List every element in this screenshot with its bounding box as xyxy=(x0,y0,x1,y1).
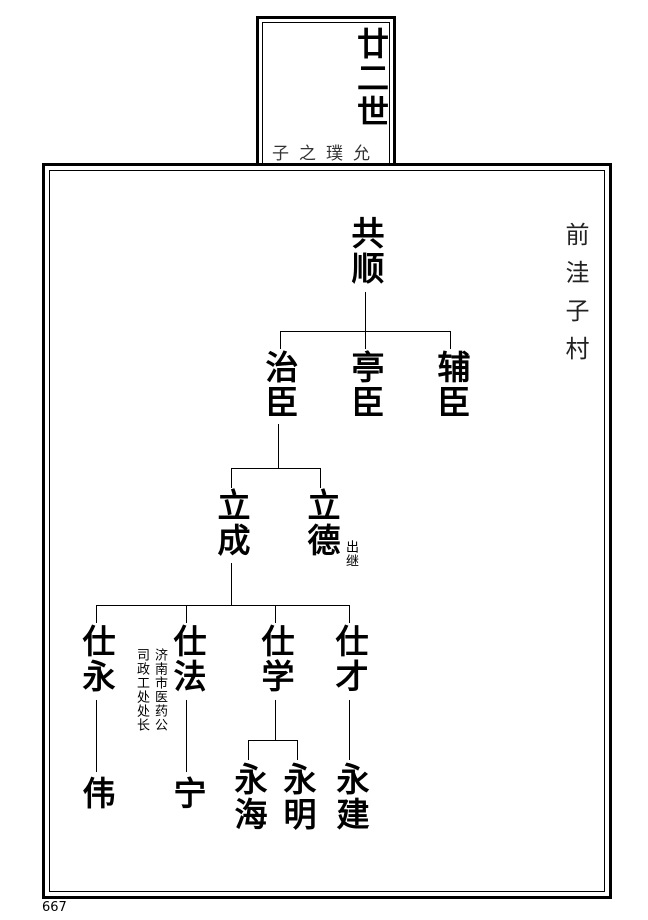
generation-title: 廿二世 xyxy=(352,27,390,129)
person-licheng: 立成 xyxy=(212,488,251,558)
tree-frame xyxy=(42,163,612,899)
person-shifa: 仕法 xyxy=(168,624,207,694)
adoption-note: 出继 xyxy=(343,540,358,568)
person-lide: 立德 xyxy=(302,488,341,558)
person-yonghai: 永海 xyxy=(229,762,268,832)
person-wei: 伟 xyxy=(77,776,116,811)
person-tingchen: 亭臣 xyxy=(346,350,385,420)
person-zhichen: 治臣 xyxy=(260,350,299,420)
person-gongshun: 共顺 xyxy=(346,216,385,286)
occupation-note-1: 济南市医药公 xyxy=(152,648,167,732)
page-number: 667 xyxy=(42,900,67,915)
occupation-note-2: 司政工处处长 xyxy=(134,648,149,732)
generation-names: 子之璞允 xyxy=(272,144,380,164)
person-shixue: 仕学 xyxy=(256,624,295,694)
person-yongming: 永明 xyxy=(278,762,317,832)
person-shiyong: 仕永 xyxy=(77,624,116,694)
person-fuchen: 辅臣 xyxy=(432,350,471,420)
person-shicai: 仕才 xyxy=(330,624,369,694)
generation-header-box: 廿二世 子之璞允 xyxy=(256,16,396,166)
person-yongjian: 永建 xyxy=(331,762,370,832)
person-ning: 宁 xyxy=(168,776,207,811)
village-label: 前洼子村 xyxy=(561,222,589,374)
